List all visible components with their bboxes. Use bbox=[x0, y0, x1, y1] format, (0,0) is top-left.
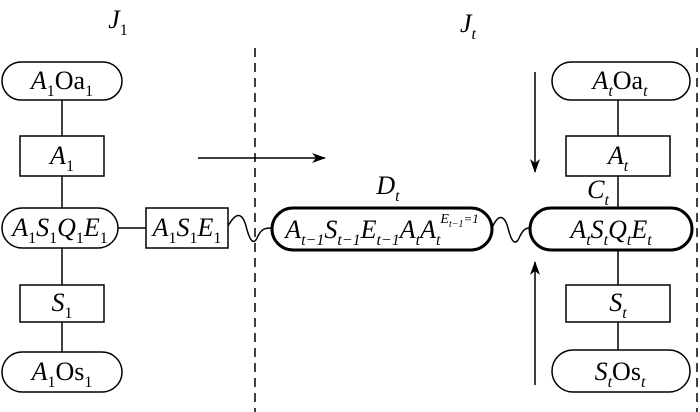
math-base: E bbox=[360, 215, 377, 244]
label-stost: StOst bbox=[595, 357, 646, 391]
math-subscript: t bbox=[604, 232, 609, 249]
math-subscript: 1 bbox=[169, 230, 177, 247]
math-subscript: t bbox=[647, 232, 652, 249]
math-base: Oa bbox=[613, 66, 644, 95]
label-stbox: St bbox=[609, 288, 627, 322]
math-base: A bbox=[398, 215, 416, 244]
math-base: S bbox=[324, 215, 337, 244]
math-base: S bbox=[595, 357, 608, 386]
math-superscript: E bbox=[439, 212, 449, 227]
label-dt: Dt bbox=[375, 171, 400, 205]
math-base: S bbox=[609, 288, 622, 317]
math-subscript: t bbox=[586, 232, 591, 249]
math-subscript: 1 bbox=[66, 158, 74, 175]
math-superscript-end: =1 bbox=[464, 211, 479, 226]
math-subscript: t bbox=[608, 83, 613, 100]
label-atstqtet: AtStQtEt bbox=[568, 215, 652, 249]
math-subscript: t bbox=[624, 158, 629, 175]
math-base: A bbox=[29, 66, 47, 95]
math-base: Q bbox=[608, 215, 627, 244]
math-base: A bbox=[606, 141, 624, 170]
math-base: A bbox=[590, 66, 608, 95]
math-base: A bbox=[30, 357, 48, 386]
math-subscript: t bbox=[416, 232, 421, 249]
math-subscript: 1 bbox=[190, 230, 198, 247]
math-base: J bbox=[108, 5, 121, 34]
node-a1s1e1 bbox=[145, 207, 229, 249]
node-at bbox=[565, 135, 671, 177]
math-base: S bbox=[591, 215, 604, 244]
math-base: E bbox=[630, 215, 647, 244]
math-subscript: 1 bbox=[213, 230, 221, 247]
label-a1: A1 bbox=[48, 141, 74, 175]
math-base: Os bbox=[612, 357, 641, 386]
math-subscript: 1 bbox=[84, 374, 92, 391]
math-subscript: t bbox=[622, 305, 627, 322]
math-subscript: 1 bbox=[120, 22, 128, 39]
label-s1: S1 bbox=[52, 288, 73, 322]
node-a1 bbox=[19, 135, 105, 177]
math-base: Os bbox=[55, 357, 84, 386]
math-base: Q bbox=[57, 213, 76, 242]
label-at: At bbox=[606, 141, 629, 175]
math-subscript: 1 bbox=[85, 83, 93, 100]
node-atoat bbox=[551, 61, 691, 101]
math-subscript: t bbox=[395, 188, 400, 205]
math-subscript: 1 bbox=[28, 230, 36, 247]
math-subscript: t bbox=[643, 83, 648, 100]
math-subscript: t bbox=[627, 232, 632, 249]
math-base: A bbox=[568, 215, 586, 244]
node-stost bbox=[551, 349, 691, 393]
math-subscript: t bbox=[604, 192, 609, 209]
label-j1: J1 bbox=[108, 5, 128, 39]
node-middle bbox=[270, 206, 494, 252]
math-base: A bbox=[283, 215, 301, 244]
math-subscript: 1 bbox=[76, 230, 84, 247]
math-base: A bbox=[151, 213, 169, 242]
math-base: A bbox=[418, 215, 436, 244]
label-a1os1: A1Os1 bbox=[30, 357, 93, 391]
label-atoat: AtOat bbox=[590, 66, 648, 100]
math-base: E bbox=[197, 213, 214, 242]
label-a1oa1: A1Oa1 bbox=[29, 66, 93, 100]
wave-connector bbox=[491, 216, 531, 243]
math-subscript: t bbox=[641, 374, 646, 391]
math-subscript: t−1 bbox=[376, 232, 399, 249]
math-base: A bbox=[48, 141, 66, 170]
math-subscript: 1 bbox=[47, 83, 55, 100]
math-base: C bbox=[587, 175, 605, 204]
math-subscript: 1 bbox=[65, 305, 73, 322]
math-base: D bbox=[375, 171, 395, 200]
math-subscript: t bbox=[436, 232, 441, 249]
math-subscript: t bbox=[608, 374, 613, 391]
math-base: J bbox=[460, 9, 473, 38]
math-subscript: t bbox=[472, 26, 477, 43]
math-subscript: 1 bbox=[100, 230, 108, 247]
math-subscript: 1 bbox=[49, 230, 57, 247]
node-s1 bbox=[19, 284, 105, 323]
math-base: S bbox=[36, 213, 49, 242]
math-base: A bbox=[10, 213, 28, 242]
math-subscript: t−1 bbox=[301, 232, 324, 249]
label-ct: Ct bbox=[587, 175, 609, 209]
label-a1s1e1: A1S1E1 bbox=[151, 213, 222, 247]
node-a1s1q1e1 bbox=[1, 207, 119, 249]
node-stbox bbox=[565, 284, 671, 323]
label-middle: At−1St−1Et−1AtAtEt−1=1 bbox=[283, 211, 479, 249]
math-subscript: t−1 bbox=[337, 232, 360, 249]
label-a1s1q1e1: A1S1Q1E1 bbox=[10, 213, 108, 247]
math-base: S bbox=[177, 213, 190, 242]
math-base: S bbox=[52, 288, 65, 317]
label-jt: Jt bbox=[460, 9, 477, 43]
wave-connector bbox=[227, 214, 273, 243]
math-base: E bbox=[83, 213, 100, 242]
node-atstqtet bbox=[528, 206, 694, 252]
math-superscript-sub: t−1 bbox=[449, 219, 464, 230]
node-a1oa1 bbox=[1, 61, 123, 101]
node-a1os1 bbox=[1, 351, 123, 393]
math-subscript: 1 bbox=[47, 374, 55, 391]
math-base: Oa bbox=[55, 66, 86, 95]
